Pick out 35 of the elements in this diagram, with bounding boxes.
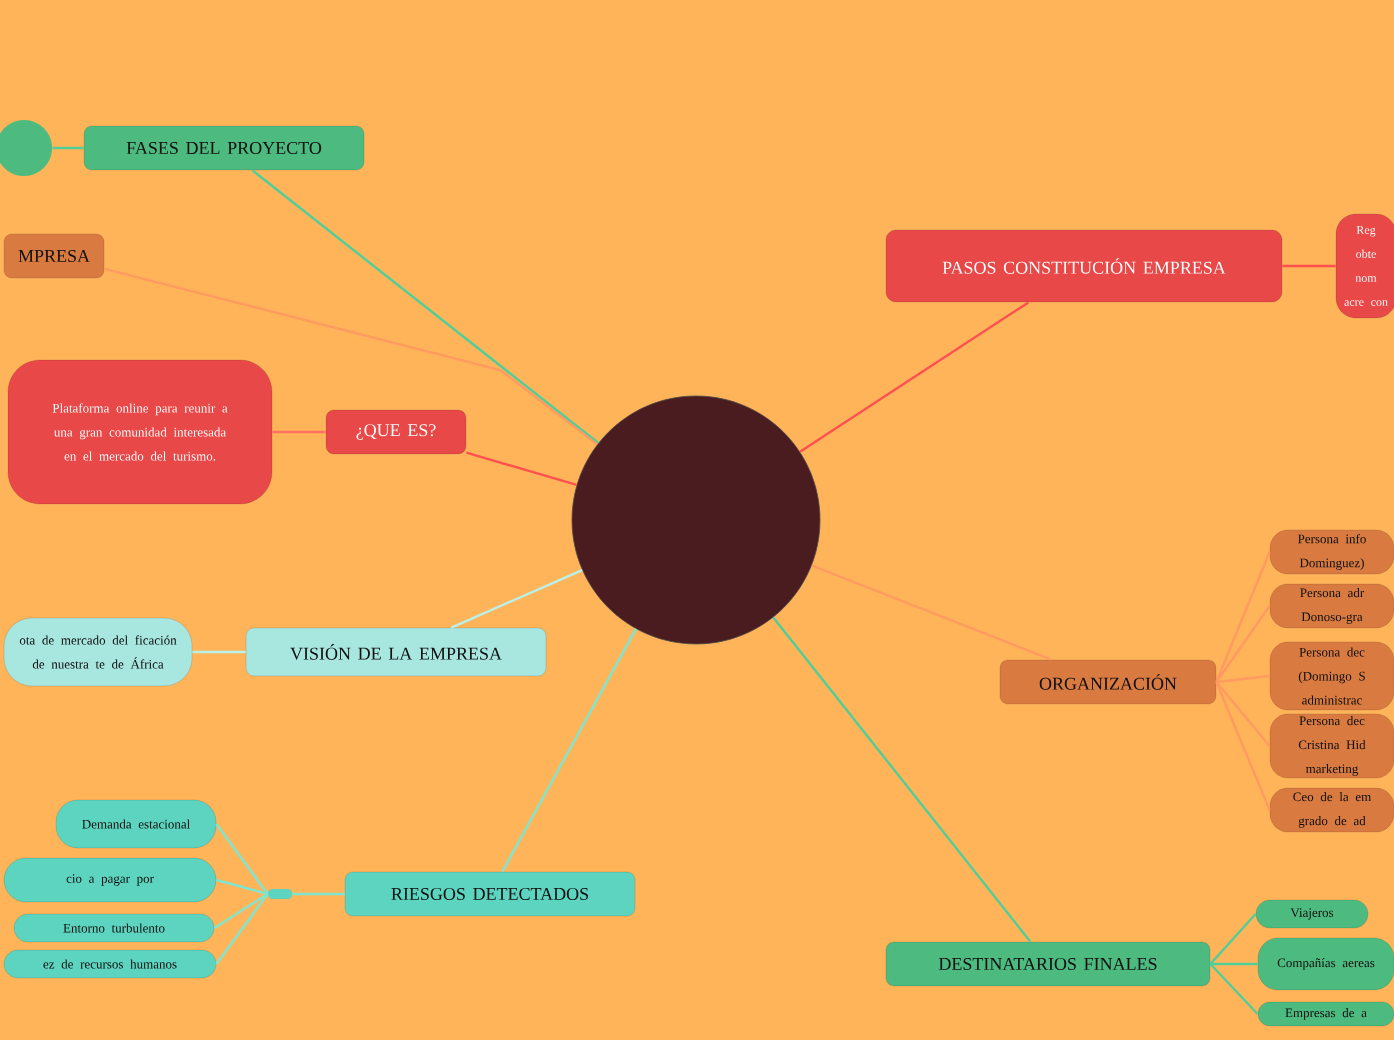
- branch-line: [1215, 681, 1271, 811]
- branch-line: [811, 564, 1052, 661]
- branch-line: [215, 823, 269, 895]
- branch-line: [192, 650, 246, 654]
- branch-line: [1209, 913, 1257, 965]
- topic-box: FASES DEL PROYECTO: [83, 125, 365, 171]
- topic-box: DESTINATARIOS FINALES: [885, 941, 1211, 987]
- topic-box: VISIÓN DE LA EMPRESA: [245, 627, 547, 677]
- topic-box: ORGANIZACIÓN: [999, 659, 1217, 705]
- branch-line: [1209, 963, 1259, 1015]
- branch-line: [501, 628, 638, 873]
- branch-line: [216, 878, 268, 896]
- branch-line: [1215, 551, 1271, 683]
- branch-line: [1210, 962, 1258, 966]
- topic-box: RIESGOS DETECTADOS: [344, 871, 636, 917]
- branch-line: [466, 451, 577, 487]
- branch-line: [1215, 605, 1271, 683]
- branch-line: [772, 616, 1032, 943]
- branch-line: [215, 893, 269, 965]
- branch-line: [104, 267, 598, 446]
- center-circle: [571, 395, 821, 645]
- branch-line: [213, 892, 269, 929]
- topic-box: ¿QUE ES?: [325, 409, 467, 455]
- branch-line: [272, 430, 326, 434]
- branch-line: [52, 146, 84, 150]
- topic-box: MPRESA: [3, 233, 105, 279]
- branch-line: [1215, 681, 1271, 747]
- topic-box: PASOS CONSTITUCIÓN EMPRESA: [885, 229, 1283, 303]
- branch-line: [1216, 674, 1270, 684]
- branch-line: [799, 301, 1030, 453]
- connector-pill: [268, 888, 292, 899]
- branch-line: [1282, 264, 1336, 268]
- branch-line: [450, 568, 583, 629]
- branch-line: [292, 892, 345, 896]
- branch-line: [251, 169, 600, 444]
